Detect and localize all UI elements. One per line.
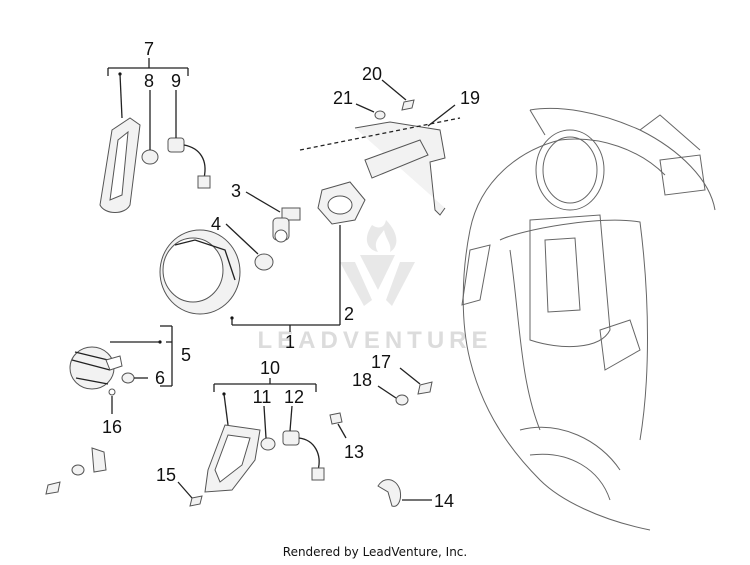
turn-signal-round-5	[69, 346, 115, 390]
bulb-11	[260, 437, 276, 451]
screw-17	[417, 381, 433, 395]
bracket-19	[299, 117, 461, 216]
callout-3: 3	[231, 181, 241, 201]
mounting-hardware	[45, 447, 107, 495]
screw-15	[189, 495, 203, 507]
leadventure-watermark-logo	[340, 220, 415, 306]
scooter-front-body	[461, 107, 716, 531]
clip-13	[329, 412, 343, 425]
callout-13: 13	[344, 442, 364, 462]
bulb-socket-9	[167, 137, 211, 189]
bulb-4	[254, 253, 274, 271]
callout-20: 20	[362, 64, 382, 84]
callout-14: 14	[434, 491, 454, 511]
callout-21: 21	[333, 88, 353, 108]
callout-8: 8	[144, 71, 154, 91]
bulb-6	[121, 372, 135, 384]
callout-2: 2	[344, 304, 354, 324]
footer-credit: Rendered by LeadVenture, Inc.	[282, 545, 468, 559]
callout-9: 9	[171, 71, 181, 91]
leader-lines	[107, 58, 456, 501]
hose-14	[377, 479, 401, 507]
turn-signal-lens-top	[99, 117, 141, 213]
callout-19: 19	[460, 88, 480, 108]
callout-6: 6	[155, 368, 165, 388]
socket-16	[105, 355, 123, 396]
watermark-text: LEADVENTURE	[257, 327, 492, 354]
callout-4: 4	[211, 214, 221, 234]
callout-10: 10	[260, 358, 280, 378]
screw-20	[401, 99, 415, 111]
callout-11: 11	[253, 387, 272, 407]
socket-12	[282, 430, 325, 481]
headlight-bulb-3	[272, 207, 301, 243]
callout-18: 18	[352, 370, 372, 390]
callout-5: 5	[181, 345, 191, 365]
bulb-8	[141, 149, 159, 165]
washer-21	[374, 110, 386, 120]
callout-17: 17	[371, 352, 391, 372]
callout-7: 7	[144, 39, 154, 59]
turn-signal-lens-bottom	[204, 424, 261, 493]
headlight-socket-2	[317, 181, 366, 225]
washer-18	[395, 394, 409, 406]
headlight-housing	[159, 229, 241, 315]
callout-1: 1	[285, 332, 295, 352]
callout-15: 15	[156, 465, 176, 485]
callout-12: 12	[284, 387, 304, 407]
callout-16: 16	[102, 417, 122, 437]
